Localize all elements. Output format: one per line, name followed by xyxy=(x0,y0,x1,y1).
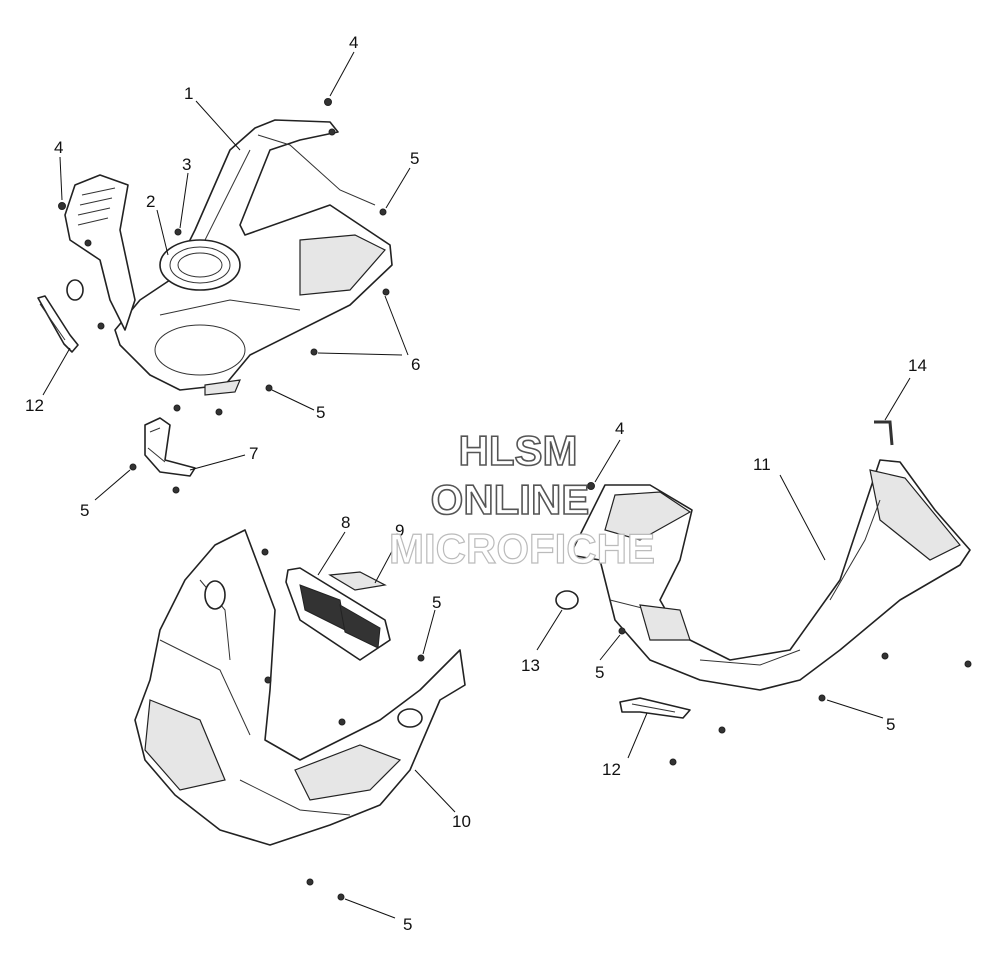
screw-icon xyxy=(174,228,182,236)
fasteners xyxy=(58,98,972,901)
screw-icon xyxy=(881,652,889,660)
screw-icon xyxy=(337,893,345,901)
screw-icon xyxy=(310,348,318,356)
callout-14: 14 xyxy=(908,356,927,375)
screw-icon xyxy=(172,486,180,494)
screw-icon xyxy=(264,676,272,684)
part-13-plug xyxy=(555,590,579,610)
callout-4: 4 xyxy=(615,419,624,438)
callout-5: 5 xyxy=(403,915,412,934)
part-9-label xyxy=(328,571,387,591)
callout-10: 10 xyxy=(452,812,471,831)
screw-icon xyxy=(818,694,826,702)
callout-5: 5 xyxy=(886,715,895,734)
screw-icon xyxy=(84,239,92,247)
callout-7: 7 xyxy=(249,444,258,463)
leader-lines xyxy=(42,51,911,919)
screw-icon xyxy=(382,288,390,296)
callout-11: 11 xyxy=(753,455,771,474)
callout-13: 13 xyxy=(521,656,540,675)
screw-icon xyxy=(324,98,332,106)
callout-4: 4 xyxy=(349,33,358,52)
screw-icon xyxy=(379,208,387,216)
screw-icon xyxy=(618,627,626,635)
screw-icon xyxy=(97,322,105,330)
callout-12: 12 xyxy=(25,396,44,415)
callout-labels: 1 2 3 4 4 4 5 5 5 5 5 5 5 6 7 8 9 10 11 … xyxy=(25,33,927,934)
callout-5: 5 xyxy=(432,593,441,612)
screw-icon xyxy=(669,758,677,766)
part-11-right-fairing xyxy=(569,459,971,691)
side-vent-bracket xyxy=(64,174,136,331)
screw-icon xyxy=(338,718,346,726)
callout-5: 5 xyxy=(410,149,419,168)
callout-1: 1 xyxy=(184,84,193,103)
callout-9: 9 xyxy=(395,521,404,540)
screw-icon xyxy=(265,384,273,392)
callout-2: 2 xyxy=(146,192,155,211)
screw-icon xyxy=(718,726,726,734)
callout-5: 5 xyxy=(316,403,325,422)
part-8-access-panel xyxy=(285,567,391,661)
screw-icon xyxy=(58,202,66,210)
callout-5: 5 xyxy=(595,663,604,682)
watermark-line-1: HLSM xyxy=(459,427,578,474)
callout-4: 4 xyxy=(54,138,63,157)
part-12-latch-strap-upper xyxy=(37,295,79,353)
screw-icon xyxy=(261,548,269,556)
callout-6: 6 xyxy=(411,355,420,374)
part-14-pin xyxy=(874,420,894,446)
screw-icon xyxy=(417,654,425,662)
callout-8: 8 xyxy=(341,513,350,532)
watermark-line-2: ONLINE xyxy=(431,476,590,523)
callout-5: 5 xyxy=(80,501,89,520)
part-12-latch-strap-lower xyxy=(619,697,691,719)
screw-icon xyxy=(964,660,972,668)
watermark-line-3: MICROFICHE xyxy=(389,525,655,572)
part-10-lower-panel xyxy=(134,529,466,846)
callout-12: 12 xyxy=(602,760,621,779)
watermark: HLSM ONLINE MICROFICHE xyxy=(388,426,655,572)
part-1-upper-cowl xyxy=(114,119,393,396)
screw-icon xyxy=(587,482,595,490)
screw-icon xyxy=(328,128,336,136)
callout-3: 3 xyxy=(182,155,191,174)
screw-icon xyxy=(306,878,314,886)
screw-icon xyxy=(215,408,223,416)
part-7-bracket xyxy=(144,417,196,477)
screw-icon xyxy=(129,463,137,471)
screw-icon xyxy=(173,404,181,412)
